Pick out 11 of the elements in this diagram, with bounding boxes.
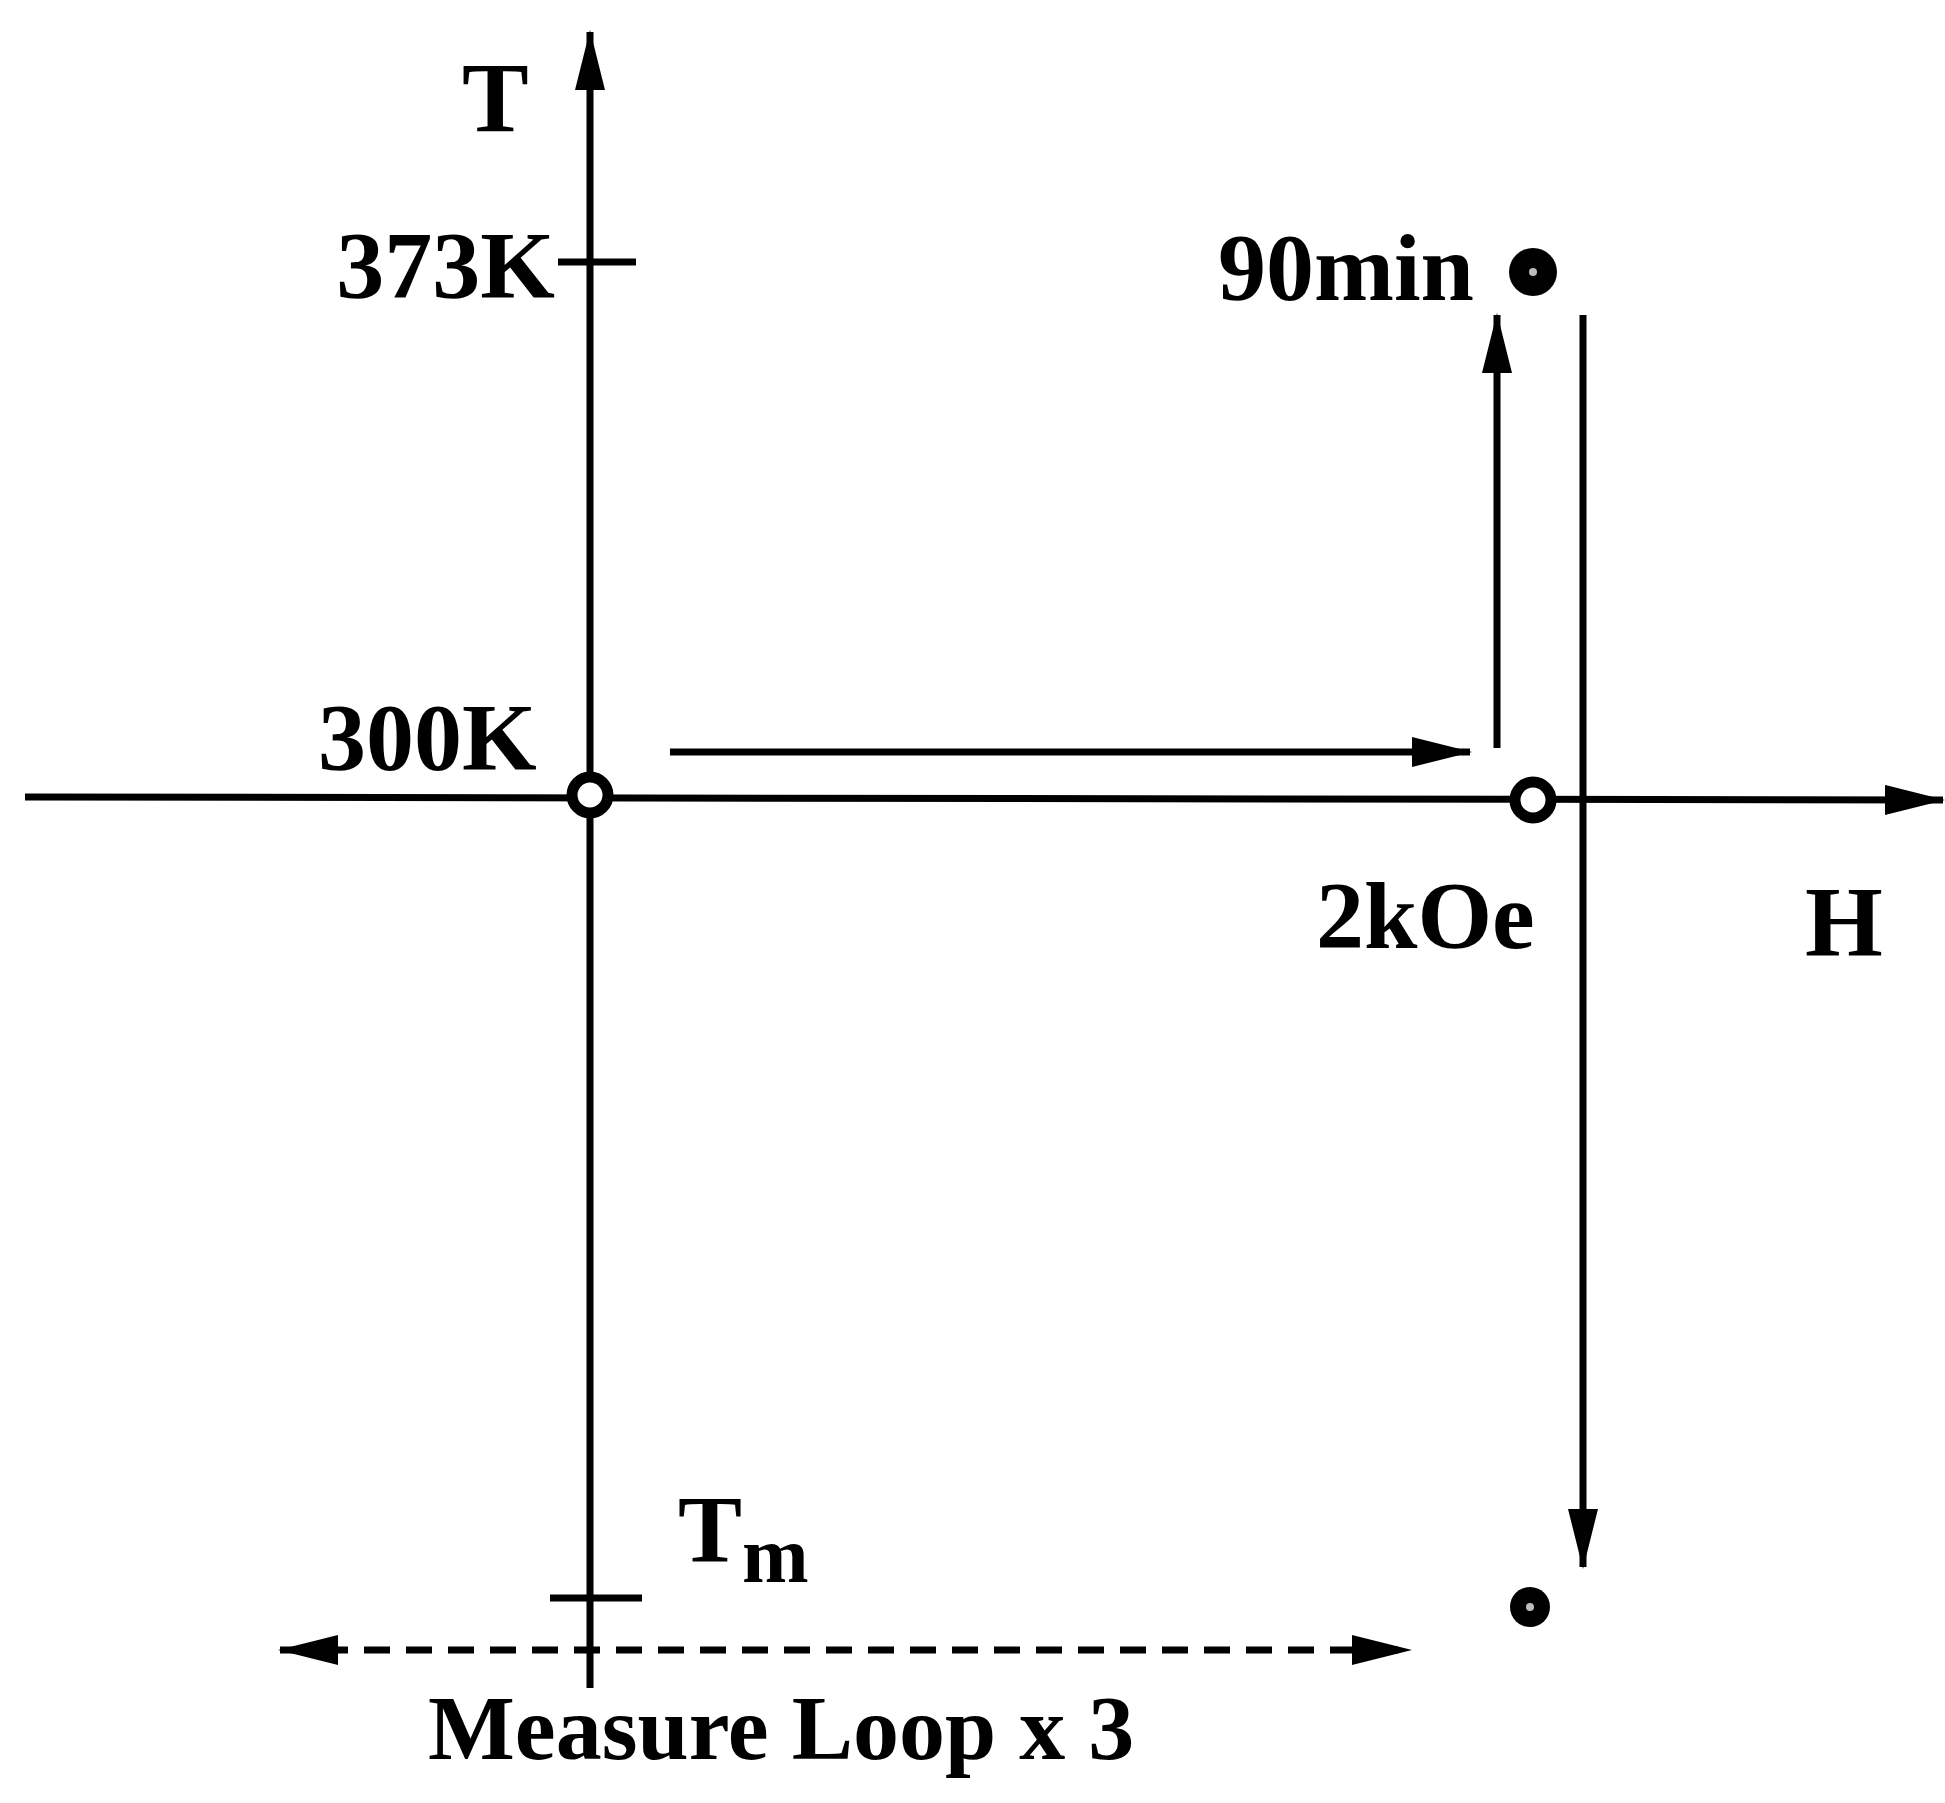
- axis-label: T: [462, 48, 529, 148]
- tick-label: T$_{m}$: [678, 1482, 809, 1596]
- value-label: 2kOe: [1316, 868, 1535, 964]
- tick-label: 300K: [318, 690, 537, 786]
- axis-label: H: [1805, 872, 1883, 972]
- tick-label: 373K: [336, 218, 555, 314]
- state-circle: [1509, 776, 1557, 824]
- state-circle: [1510, 1587, 1550, 1627]
- value-label: 90min: [1217, 220, 1474, 316]
- state-circle: [566, 771, 614, 819]
- state-circle: [1509, 248, 1557, 296]
